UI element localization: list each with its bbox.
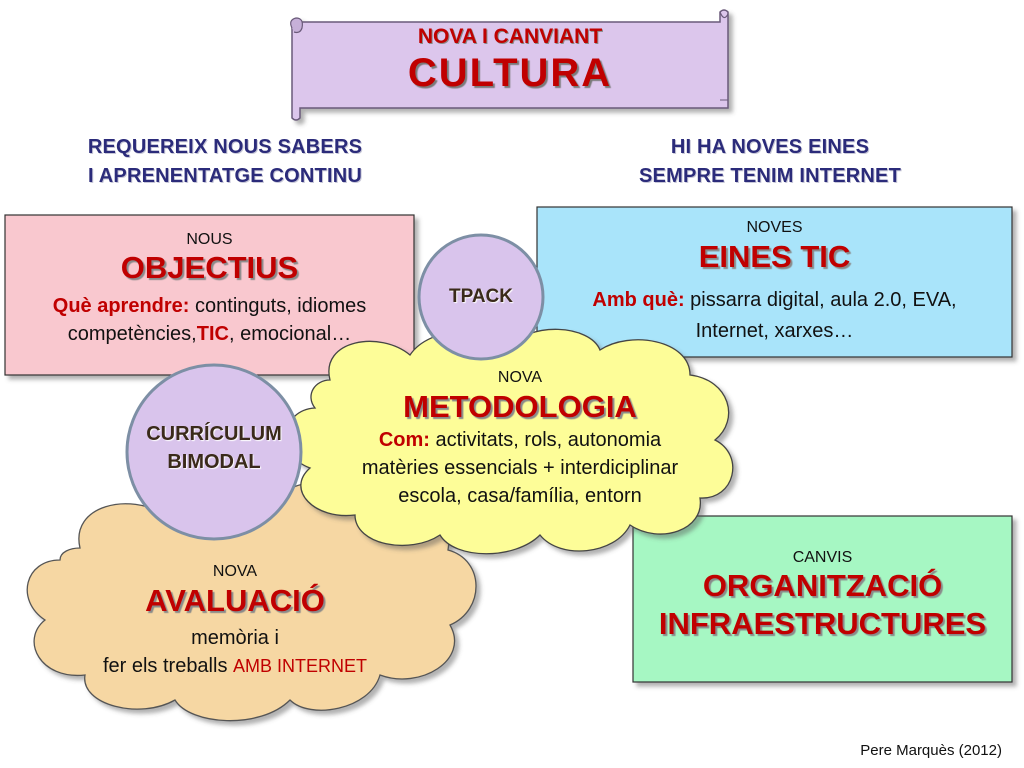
banner-title: CULTURA bbox=[407, 51, 613, 95]
curriculum-bimodal-circle bbox=[125, 363, 303, 541]
avaluacio-content: NOVA AVALUACIÓ memòria i fer els treball… bbox=[40, 562, 430, 680]
metodologia-line3: escola, casa/família, entorn bbox=[398, 485, 642, 507]
eines-small: NOVES bbox=[746, 219, 803, 236]
metodologia-prefix: Com: bbox=[378, 429, 430, 451]
objectius-line2-start: competències, bbox=[67, 323, 197, 345]
banner-text: NOVA I CANVIANT CULTURA bbox=[300, 24, 720, 96]
eines-prefix: Amb què: bbox=[592, 289, 685, 311]
objectius-content: NOUS OBJECTIUS Què aprendre: continguts,… bbox=[5, 230, 414, 348]
eines-line1: Amb què: pissarra digital, aula 2.0, EVA… bbox=[537, 286, 1012, 314]
eines-content: NOVES EINES TIC Amb què: pissarra digita… bbox=[537, 218, 1012, 345]
right-heading-line1: HI HA NOVES EINES bbox=[670, 136, 870, 158]
curriculum-label: CURRÍCULUM BIMODAL bbox=[127, 420, 301, 476]
eines-tic-box bbox=[536, 206, 1013, 358]
avaluacio-line2: fer els treballs AMB INTERNET bbox=[40, 652, 430, 680]
tpack-label: TPACK bbox=[448, 286, 514, 307]
metodologia-small: NOVA bbox=[497, 369, 543, 386]
right-heading: HI HA NOVES EINES SEMPRE TENIM INTERNET bbox=[580, 133, 960, 191]
objectius-line2: competències,TIC, emocional… bbox=[5, 320, 414, 348]
organitzacio-title1: ORGANITZACIÓ bbox=[702, 568, 943, 603]
eines-title: EINES TIC bbox=[698, 239, 851, 274]
avaluacio-line1: memòria i bbox=[191, 627, 279, 649]
objectius-line1-text: continguts, idiomes bbox=[189, 295, 367, 317]
objectius-line1: Què aprendre: continguts, idiomes bbox=[5, 292, 414, 320]
curriculum-line2: BIMODAL bbox=[167, 451, 261, 473]
metodologia-line1-text: activitats, rols, autonomia bbox=[429, 429, 662, 451]
avaluacio-title: AVALUACIÓ bbox=[145, 583, 325, 618]
metodologia-content: NOVA METODOLOGIA Com: activitats, rols, … bbox=[300, 368, 740, 510]
avaluacio-line2-red: AMB INTERNET bbox=[233, 656, 368, 676]
metodologia-line2: matèries essencials + interdiciplinar bbox=[361, 457, 679, 479]
objectius-title: OBJECTIUS bbox=[120, 250, 299, 285]
organitzacio-title2: INFRAESTRUCTURES bbox=[658, 606, 987, 641]
curriculum-line1: CURRÍCULUM bbox=[146, 423, 282, 445]
organitzacio-box bbox=[632, 515, 1013, 683]
objectius-line2-end: , emocional… bbox=[228, 323, 352, 345]
right-heading-line2: SEMPRE TENIM INTERNET bbox=[639, 165, 901, 187]
organitzacio-content: CANVIS ORGANITZACIÓ INFRAESTRUCTURES bbox=[633, 548, 1012, 644]
left-heading: REQUEREIX NOUS SABERS I APRENENTATGE CON… bbox=[30, 133, 420, 191]
culture-scroll-banner bbox=[290, 9, 729, 121]
left-heading-line1: REQUEREIX NOUS SABERS bbox=[87, 136, 363, 158]
organitzacio-small: CANVIS bbox=[792, 549, 853, 566]
eines-line1-text: pissarra digital, aula 2.0, EVA, bbox=[684, 289, 957, 311]
tpack-circle bbox=[417, 233, 545, 361]
eines-line2: Internet, xarxes… bbox=[695, 320, 854, 342]
author-credit: Pere Marquès (2012) bbox=[860, 742, 1002, 759]
banner-subtitle: NOVA I CANVIANT bbox=[417, 25, 603, 48]
metodologia-line1: Com: activitats, rols, autonomia bbox=[300, 426, 740, 454]
objectius-small: NOUS bbox=[186, 231, 233, 248]
avaluacio-line2-start: fer els treballs bbox=[102, 655, 234, 677]
objectius-tic: TIC bbox=[196, 323, 229, 345]
metodologia-title: METODOLOGIA bbox=[403, 389, 637, 424]
avaluacio-small: NOVA bbox=[212, 563, 258, 580]
objectius-prefix: Què aprendre: bbox=[52, 295, 190, 317]
left-heading-line2: I APRENENTATGE CONTINU bbox=[87, 165, 363, 187]
